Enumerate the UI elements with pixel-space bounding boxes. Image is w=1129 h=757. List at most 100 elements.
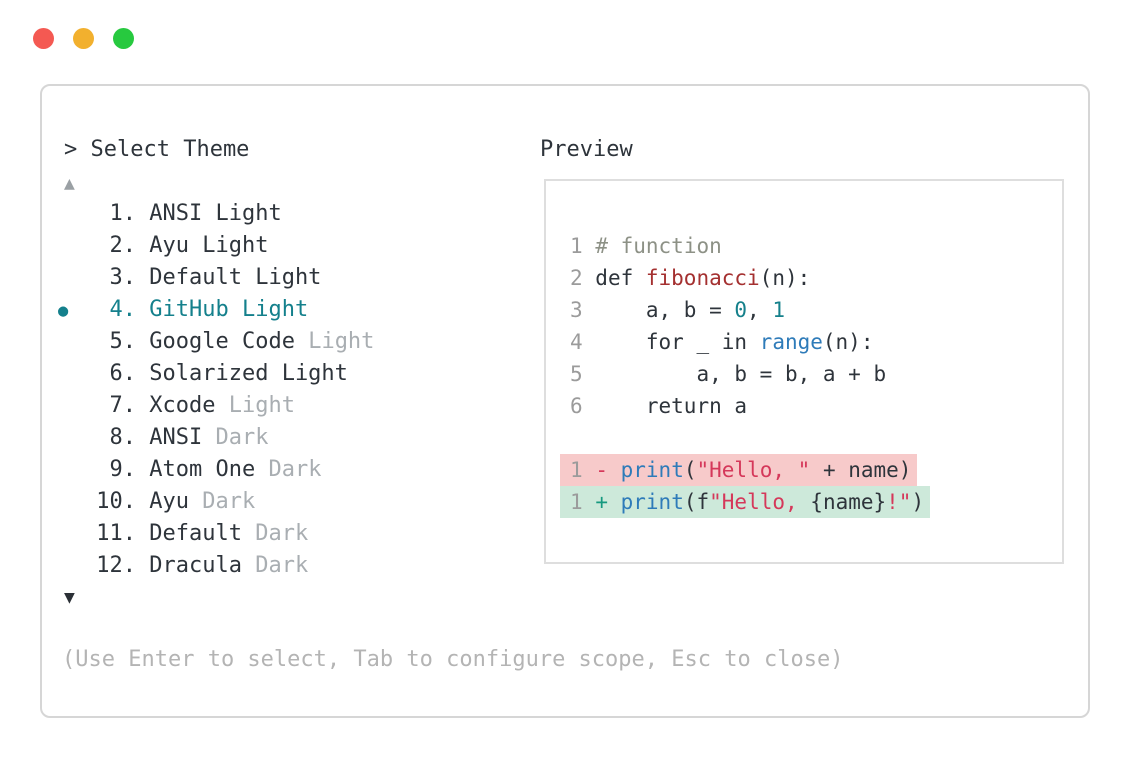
code-token: ) [911, 490, 925, 514]
theme-list-item[interactable]: 8. ANSI Dark [42, 422, 522, 454]
code-token: 0 [734, 298, 748, 322]
theme-item-number: 8. [109, 425, 137, 450]
theme-list-item[interactable]: 12. Dracula Dark [42, 550, 522, 582]
code-token: 6 [570, 394, 583, 418]
theme-item-label-muted: Light [294, 329, 375, 354]
code-line: 2 def fibonacci(n): [570, 262, 930, 294]
code-token: a, b = [582, 298, 735, 322]
theme-item-number: 5. [109, 329, 137, 354]
code-line: 5 a, b = b, a + b [570, 358, 930, 390]
theme-list-item[interactable]: 1. ANSI Light [42, 198, 522, 230]
diff-line-removed: 1 - print("Hello, " + name) [560, 454, 918, 486]
code-token: "Hello, [709, 490, 811, 514]
code-token [608, 490, 621, 514]
code-line: 6 return a [570, 390, 930, 422]
code-token: 1 [570, 234, 583, 258]
theme-list-item[interactable]: 9. Atom One Dark [42, 454, 522, 486]
theme-list-item[interactable]: 3. Default Light [42, 262, 522, 294]
theme-item-label: Xcode [136, 393, 216, 418]
theme-item-label: ANSI Light [136, 201, 282, 226]
code-token: + [595, 490, 608, 514]
code-token: range [759, 330, 823, 354]
theme-item-number: 1. [109, 201, 137, 226]
code-token: 3 [570, 298, 583, 322]
preview-title: Preview [540, 137, 633, 162]
code-token: for _ in [582, 330, 760, 354]
theme-item-number: 2. [109, 233, 137, 258]
code-token: fibonacci [645, 266, 760, 290]
code-token [608, 458, 621, 482]
code-token: 1 [570, 490, 583, 514]
code-token: (f [683, 490, 710, 514]
theme-item-label: GitHub Light [136, 297, 309, 322]
theme-item-number: 7. [109, 393, 137, 418]
code-token: {name} [810, 490, 887, 514]
theme-list-item[interactable]: ● 4. GitHub Light [42, 294, 522, 326]
code-token [583, 234, 596, 258]
theme-item-label: Atom One [136, 457, 256, 482]
code-token: 5 [570, 362, 583, 386]
code-token: !" [886, 490, 912, 514]
theme-item-label-muted: Light [215, 393, 295, 418]
theme-item-number: 4. [109, 297, 137, 322]
code-token [583, 490, 596, 514]
code-token: 2 [570, 266, 583, 290]
code-token: 1 [772, 298, 785, 322]
code-token: 1 [570, 458, 583, 482]
code-line: 4 for _ in range(n): [570, 326, 930, 358]
code-token: 4 [570, 330, 583, 354]
keyboard-hint: (Use Enter to select, Tab to configure s… [62, 647, 844, 672]
theme-item-label: ANSI [136, 425, 203, 450]
code-token: def [582, 266, 646, 290]
diff-line-added: 1 + print(f"Hello, {name}!") [560, 486, 931, 518]
theme-item-label: Default Light [136, 265, 322, 290]
theme-item-label-muted: Dark [241, 521, 309, 546]
theme-item-label: Dracula [136, 553, 242, 578]
theme-list-item[interactable]: 10. Ayu Dark [42, 486, 522, 518]
zoom-button[interactable] [113, 28, 134, 49]
theme-list-item[interactable]: 6. Solarized Light [42, 358, 522, 390]
code-token: print [620, 490, 684, 514]
code-line: 3 a, b = 0, 1 [570, 294, 930, 326]
theme-item-number: 6. [109, 361, 137, 386]
theme-item-number: 10. [96, 489, 136, 514]
theme-item-label-muted: Dark [202, 425, 269, 450]
theme-item-label-muted: Dark [255, 457, 322, 482]
window-traffic-lights [33, 28, 134, 49]
minimize-button[interactable] [73, 28, 94, 49]
theme-item-label: Default [136, 521, 242, 546]
theme-list-item[interactable]: 5. Google Code Light [42, 326, 522, 358]
code-line [570, 422, 930, 454]
close-button[interactable] [33, 28, 54, 49]
code-line: 1 # function [570, 230, 930, 262]
code-token: - [595, 458, 608, 482]
theme-item-label-muted: Dark [188, 489, 256, 514]
theme-item-number: 12. [96, 553, 136, 578]
selected-bullet-icon: ● [58, 301, 69, 321]
theme-item-label: Ayu [136, 489, 189, 514]
scroll-up-indicator[interactable]: ▲ [64, 168, 75, 200]
code-token: # function [595, 234, 722, 258]
code-token: (n): [759, 266, 811, 290]
prompt-title: > Select Theme [64, 137, 250, 162]
code-token: "Hello, " [696, 458, 811, 482]
theme-item-number: 9. [109, 457, 137, 482]
theme-item-label-muted: Dark [241, 553, 309, 578]
theme-item-label: Solarized Light [136, 361, 348, 386]
code-token [583, 458, 596, 482]
code-token: ( [683, 458, 697, 482]
theme-item-label: Google Code [136, 329, 295, 354]
code-token: + name) [810, 458, 912, 482]
code-token: return a [582, 394, 748, 418]
code-token: (n): [822, 330, 874, 354]
theme-list-item[interactable]: 11. Default Dark [42, 518, 522, 550]
scroll-down-indicator[interactable]: ▼ [64, 582, 75, 614]
theme-item-number: 11. [96, 521, 136, 546]
theme-list-item[interactable]: 2. Ayu Light [42, 230, 522, 262]
code-token: print [620, 458, 684, 482]
theme-list-item[interactable]: 7. Xcode Light [42, 390, 522, 422]
